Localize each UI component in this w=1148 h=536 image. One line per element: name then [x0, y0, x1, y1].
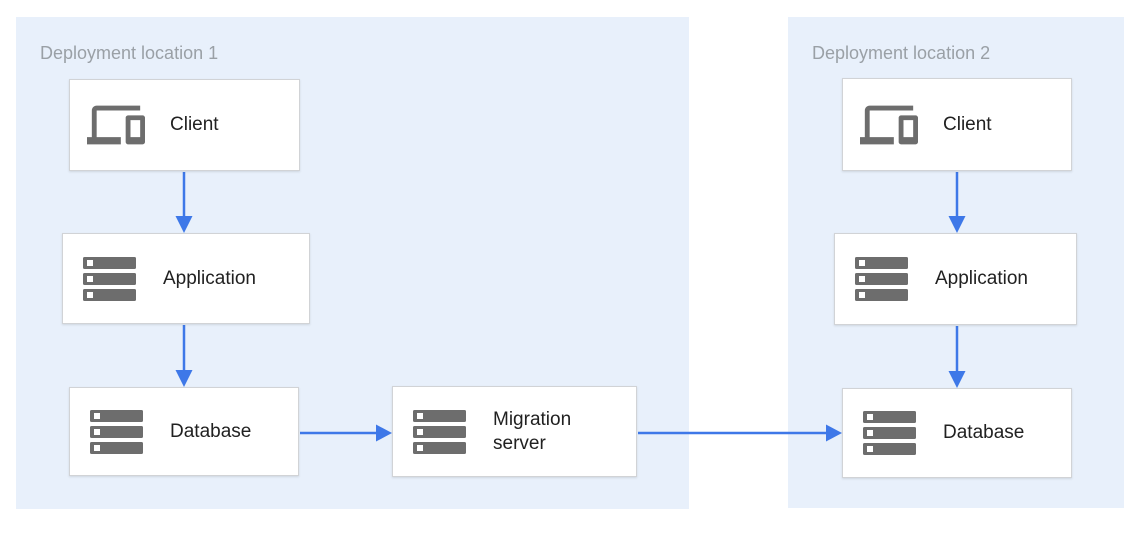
- node-label: Application: [163, 267, 256, 289]
- zone-label-2: Deployment location 2: [812, 43, 991, 63]
- server-icon: [80, 256, 138, 301]
- node-label: Client: [170, 114, 219, 136]
- node-label: Migration server: [493, 408, 572, 454]
- node-database-1: Database: [69, 387, 299, 476]
- node-label: Application: [935, 268, 1028, 290]
- zone-label-1: Deployment location 1: [40, 43, 219, 63]
- node-application-2: Application: [834, 233, 1077, 325]
- node-label: Database: [170, 420, 252, 442]
- devices-icon: [87, 96, 145, 154]
- server-icon: [852, 257, 910, 301]
- devices-icon: [860, 96, 918, 154]
- node-label: Database: [943, 422, 1025, 444]
- node-application-1: Application: [62, 233, 310, 324]
- node-migration-server: Migration server: [392, 386, 637, 477]
- node-client-1: Client: [69, 79, 300, 171]
- server-icon: [87, 409, 145, 454]
- node-database-2: Database: [842, 388, 1072, 478]
- node-client-2: Client: [842, 78, 1072, 171]
- server-icon: [860, 411, 918, 455]
- node-label: Client: [943, 113, 992, 135]
- server-icon: [410, 409, 468, 454]
